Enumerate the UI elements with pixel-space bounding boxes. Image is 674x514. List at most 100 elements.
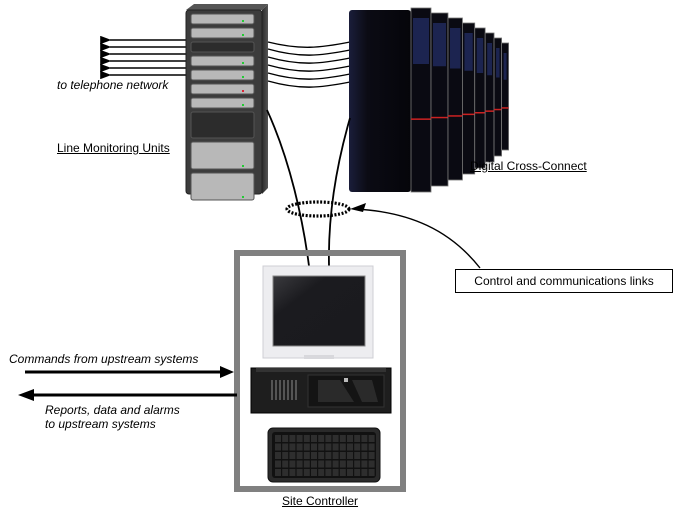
- dcs-vent: [450, 28, 461, 69]
- site-controller-label: Site Controller: [282, 494, 359, 508]
- keyboard-key: [361, 435, 368, 442]
- keyboard-key: [339, 452, 346, 459]
- keyboard-key: [361, 460, 368, 468]
- keyboard-key: [368, 452, 375, 459]
- keyboard-key: [347, 435, 353, 442]
- keyboard-key: [339, 435, 346, 442]
- keyboard-key: [318, 443, 325, 451]
- keyboard-key: [289, 460, 296, 468]
- keyboard-key: [318, 469, 325, 476]
- line-monitoring-rack: [185, 4, 268, 201]
- dcs-stripe: [431, 116, 448, 119]
- keyboard-key: [347, 452, 353, 459]
- keyboard-key: [318, 460, 325, 468]
- keyboard-key: [354, 443, 361, 451]
- rack-slot: [190, 97, 255, 109]
- keyboard-key: [332, 443, 339, 451]
- keyboard-key: [354, 460, 361, 468]
- telephone-network-label: to telephone network: [57, 78, 169, 92]
- status-led: [242, 90, 244, 92]
- status-led: [242, 104, 244, 106]
- dcs-stripe: [462, 113, 475, 116]
- rack-slot: [190, 13, 255, 25]
- keyboard-key: [332, 435, 339, 442]
- rack-slot: [190, 141, 255, 170]
- keyboard-key: [275, 469, 281, 476]
- control-links: [266, 109, 351, 267]
- dcs-vent: [464, 33, 473, 71]
- keyboard-key: [289, 443, 296, 451]
- callout-arrowhead: [350, 203, 366, 212]
- keyboard-key: [332, 469, 339, 476]
- callout-pointer: [355, 208, 481, 269]
- monitor: [262, 265, 374, 359]
- rack-slot: [190, 41, 255, 53]
- digital-cross-connect: [349, 7, 509, 193]
- keyboard-key: [361, 469, 368, 476]
- dcs-vent: [496, 48, 500, 78]
- dcs-vent: [413, 18, 429, 64]
- keyboard-key: [289, 435, 296, 442]
- rack-slot: [190, 55, 255, 67]
- keyboard-key: [318, 452, 325, 459]
- rack-slot: [190, 172, 255, 201]
- keyboard-key: [325, 435, 332, 442]
- dcs-stripe: [494, 108, 502, 111]
- status-led: [242, 165, 244, 167]
- keyboard-key: [282, 469, 289, 476]
- status-led: [242, 34, 244, 36]
- keyboard-key: [354, 435, 361, 442]
- dcs-vent: [487, 43, 493, 76]
- keyboard-key: [296, 460, 303, 468]
- keyboard-key: [318, 435, 325, 442]
- keyboard-key: [275, 443, 281, 451]
- keyboard-key: [347, 443, 353, 451]
- status-led: [242, 62, 244, 64]
- keyboard-key: [303, 443, 310, 451]
- lmu-to-dcs-lines: [267, 41, 351, 88]
- keyboard-key: [311, 460, 317, 468]
- keyboard-key: [325, 460, 332, 468]
- keyboard-key: [296, 435, 303, 442]
- keyboard-key: [296, 443, 303, 451]
- keyboard-key: [275, 460, 281, 468]
- keyboard-key: [311, 469, 317, 476]
- keyboard-key: [296, 452, 303, 459]
- dcs-vent: [503, 53, 507, 80]
- keyboard-key: [282, 452, 289, 459]
- keyboard-key: [368, 443, 375, 451]
- keyboard-key: [325, 443, 332, 451]
- keyboard-key: [339, 460, 346, 468]
- keyboard-key: [289, 469, 296, 476]
- rack-slot: [190, 27, 255, 39]
- keyboard-key: [361, 452, 368, 459]
- keyboard-key: [325, 469, 332, 476]
- keyboard-key: [282, 435, 289, 442]
- keyboard-key: [275, 435, 281, 442]
- keyboard-key: [347, 469, 353, 476]
- keyboard-key: [303, 452, 310, 459]
- link-bundle-ellipse: [285, 200, 351, 218]
- keyboard-key: [303, 460, 310, 468]
- dcs-stripe: [501, 107, 509, 109]
- status-led: [242, 196, 244, 198]
- keyboard-key: [303, 469, 310, 476]
- digital-cross-connect-label: Digital Cross-Connect: [470, 159, 587, 173]
- commands-arrow: [25, 366, 234, 378]
- dcs-stripe: [411, 118, 431, 120]
- keyboard-key: [368, 435, 375, 442]
- site-controller-frame: [234, 250, 406, 492]
- keyboard-key: [354, 469, 361, 476]
- keyboard-key: [282, 443, 289, 451]
- keyboard-key: [311, 452, 317, 459]
- keyboard-key: [311, 443, 317, 451]
- dcs-vent: [433, 23, 446, 67]
- rack-slot: [190, 83, 255, 95]
- keyboard-key: [339, 469, 346, 476]
- keyboard-key: [332, 452, 339, 459]
- keyboard-key: [332, 460, 339, 468]
- keyboard-key: [368, 469, 375, 476]
- keyboard-key: [311, 435, 317, 442]
- line-monitoring-units-label: Line Monitoring Units: [57, 141, 170, 155]
